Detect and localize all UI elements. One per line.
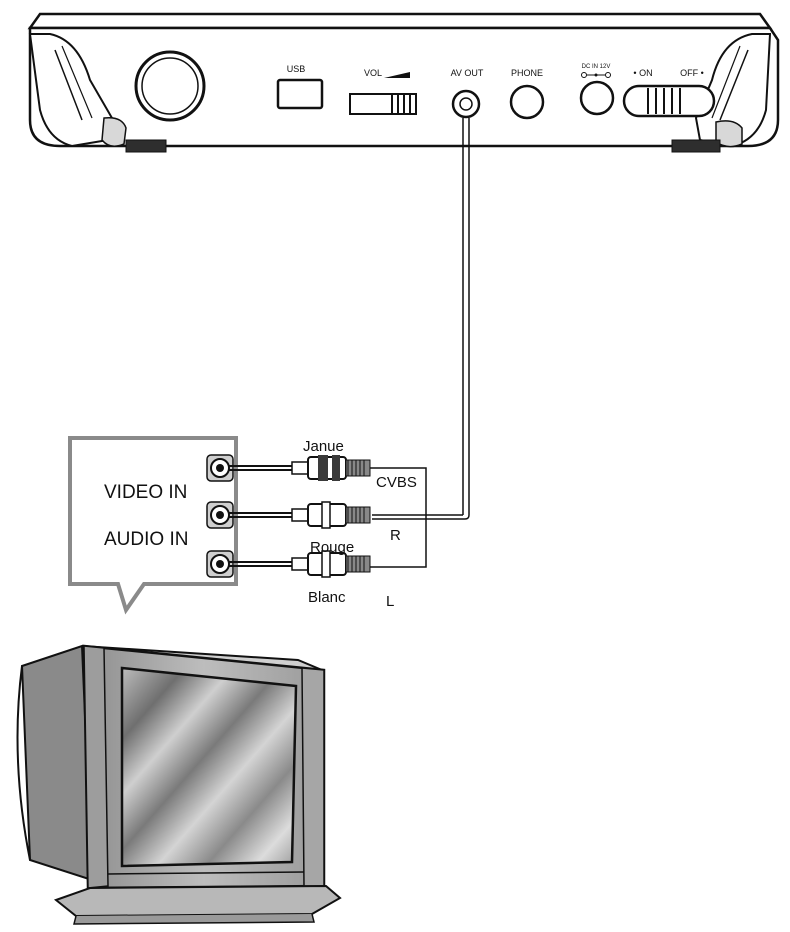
player-left-foot — [101, 116, 127, 147]
player-body — [28, 26, 780, 148]
tv-stand — [53, 884, 342, 918]
av-out-label: AV OUT — [451, 68, 484, 78]
cable-splitter-bracket — [370, 467, 427, 568]
dc-in-jack — [579, 80, 615, 116]
tv-rear-housing — [20, 644, 94, 882]
rca-plug-red — [291, 501, 371, 529]
usb-port — [276, 78, 324, 110]
dvd-player: USB VOL AV OUT PHONE DC IN 12V • ON OFF … — [27, 12, 780, 153]
cable-label-cvbs: CVBS — [376, 474, 417, 491]
usb-label: USB — [287, 64, 306, 74]
cable-label-yellow: Janue — [303, 438, 344, 455]
player-top-edge — [27, 12, 773, 30]
phone-label: PHONE — [511, 68, 543, 78]
tv-input-panel: VIDEO IN AUDIO IN — [68, 436, 294, 615]
tv-screen — [120, 666, 298, 868]
audio-in-right-jack — [206, 501, 234, 529]
player-round-knob — [134, 50, 206, 122]
cable-label-l: L — [386, 593, 394, 610]
callout-bubble — [68, 436, 238, 615]
rca-plug-white — [291, 550, 371, 578]
av-cable — [370, 118, 470, 568]
player-right-side — [694, 33, 772, 148]
phone-jack — [509, 84, 545, 120]
video-in-label: VIDEO IN — [104, 482, 187, 503]
cable-label-red: Rouge — [310, 539, 354, 556]
audio-in-left-jack — [206, 550, 234, 578]
dc-polarity-icon — [581, 72, 611, 78]
audio-in-label: AUDIO IN — [104, 529, 188, 550]
vol-ramp-icon — [384, 72, 410, 78]
cable-label-r: R — [390, 527, 401, 544]
vol-label: VOL — [364, 68, 382, 78]
player-right-foot — [715, 120, 743, 148]
power-switch — [622, 84, 716, 118]
dc-in-label: DC IN 12V — [582, 64, 611, 70]
switch-on-label: • ON — [633, 68, 652, 78]
rca-plug-yellow — [291, 455, 371, 481]
video-in-jack — [206, 454, 234, 482]
switch-off-label: OFF • — [680, 68, 704, 78]
television — [16, 644, 342, 925]
vol-slider — [349, 93, 417, 115]
cable-label-white: Blanc — [308, 589, 346, 606]
